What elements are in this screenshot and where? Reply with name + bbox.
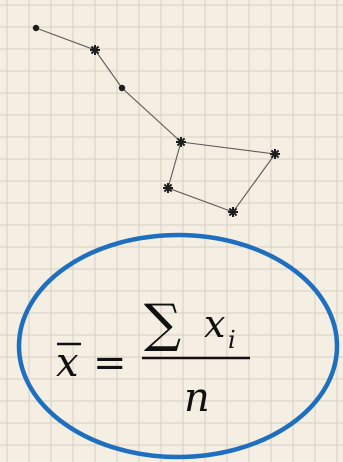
subscript-i: i — [228, 326, 236, 354]
asterisk-star-icon — [270, 149, 280, 159]
sum-symbol: ∑ — [144, 294, 181, 354]
mean-formula: x = ∑ x i n — [56, 294, 250, 421]
asterisk-star-icon — [90, 45, 100, 55]
asterisk-star-icon — [176, 137, 186, 147]
equals-sign: = — [93, 340, 127, 386]
dot-star-icon — [118, 84, 126, 92]
asterisk-star-icon — [228, 207, 238, 217]
summand-x: x — [204, 302, 225, 346]
mean-symbol: x — [56, 340, 79, 386]
denominator-n: n — [184, 375, 210, 421]
dot-star-icon — [32, 24, 40, 32]
asterisk-star-icon — [163, 183, 173, 193]
constellation — [32, 24, 280, 217]
constellation-line — [35, 27, 276, 213]
formula-circle — [16, 232, 340, 460]
